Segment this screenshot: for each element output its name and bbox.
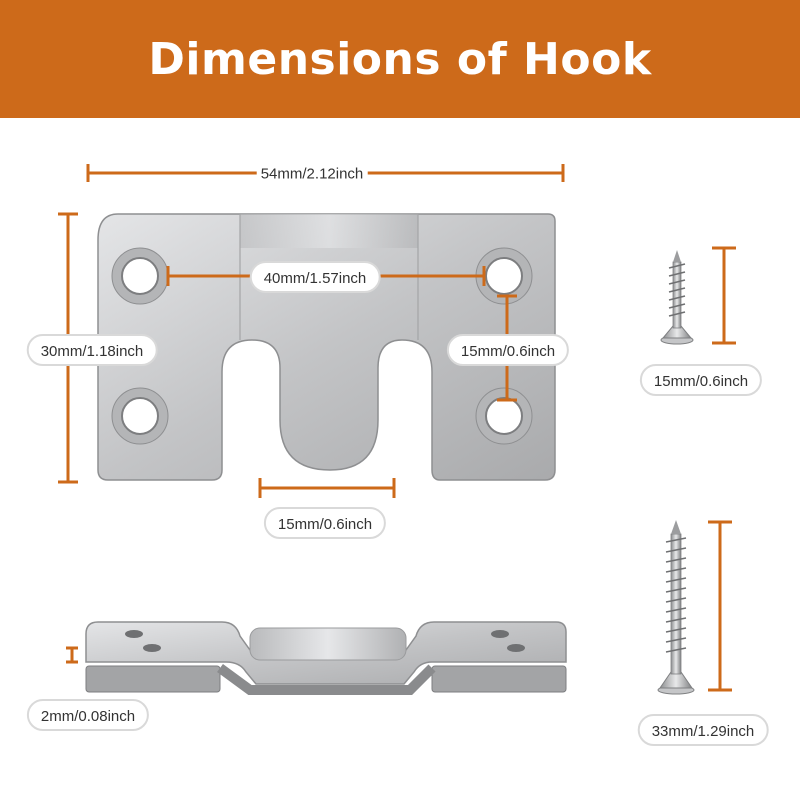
page-title: Dimensions of Hook: [148, 33, 652, 85]
hook-plate-front: [97, 213, 556, 481]
hole-top-left: [111, 247, 169, 305]
short-screw-label: 15mm/0.6inch: [639, 364, 763, 396]
hole-vertical-label: 15mm/0.6inch: [446, 334, 570, 366]
hole-spacing-label: 40mm/1.57inch: [249, 261, 381, 293]
hook-pair-side-view: [85, 621, 567, 695]
short-screw: [660, 250, 694, 345]
hole-bottom-left: [111, 387, 169, 445]
long-screw-label: 33mm/1.29inch: [637, 714, 769, 746]
height-total-label: 30mm/1.18inch: [26, 334, 158, 366]
width-total-label: 54mm/2.12inch: [256, 165, 368, 183]
hole-top-right: [475, 247, 533, 305]
tongue-width-label: 15mm/0.6inch: [263, 507, 387, 539]
long-screw: [657, 520, 695, 695]
thickness-label: 2mm/0.08inch: [26, 699, 150, 731]
hole-bottom-right: [475, 387, 533, 445]
title-banner: Dimensions of Hook: [0, 0, 800, 118]
